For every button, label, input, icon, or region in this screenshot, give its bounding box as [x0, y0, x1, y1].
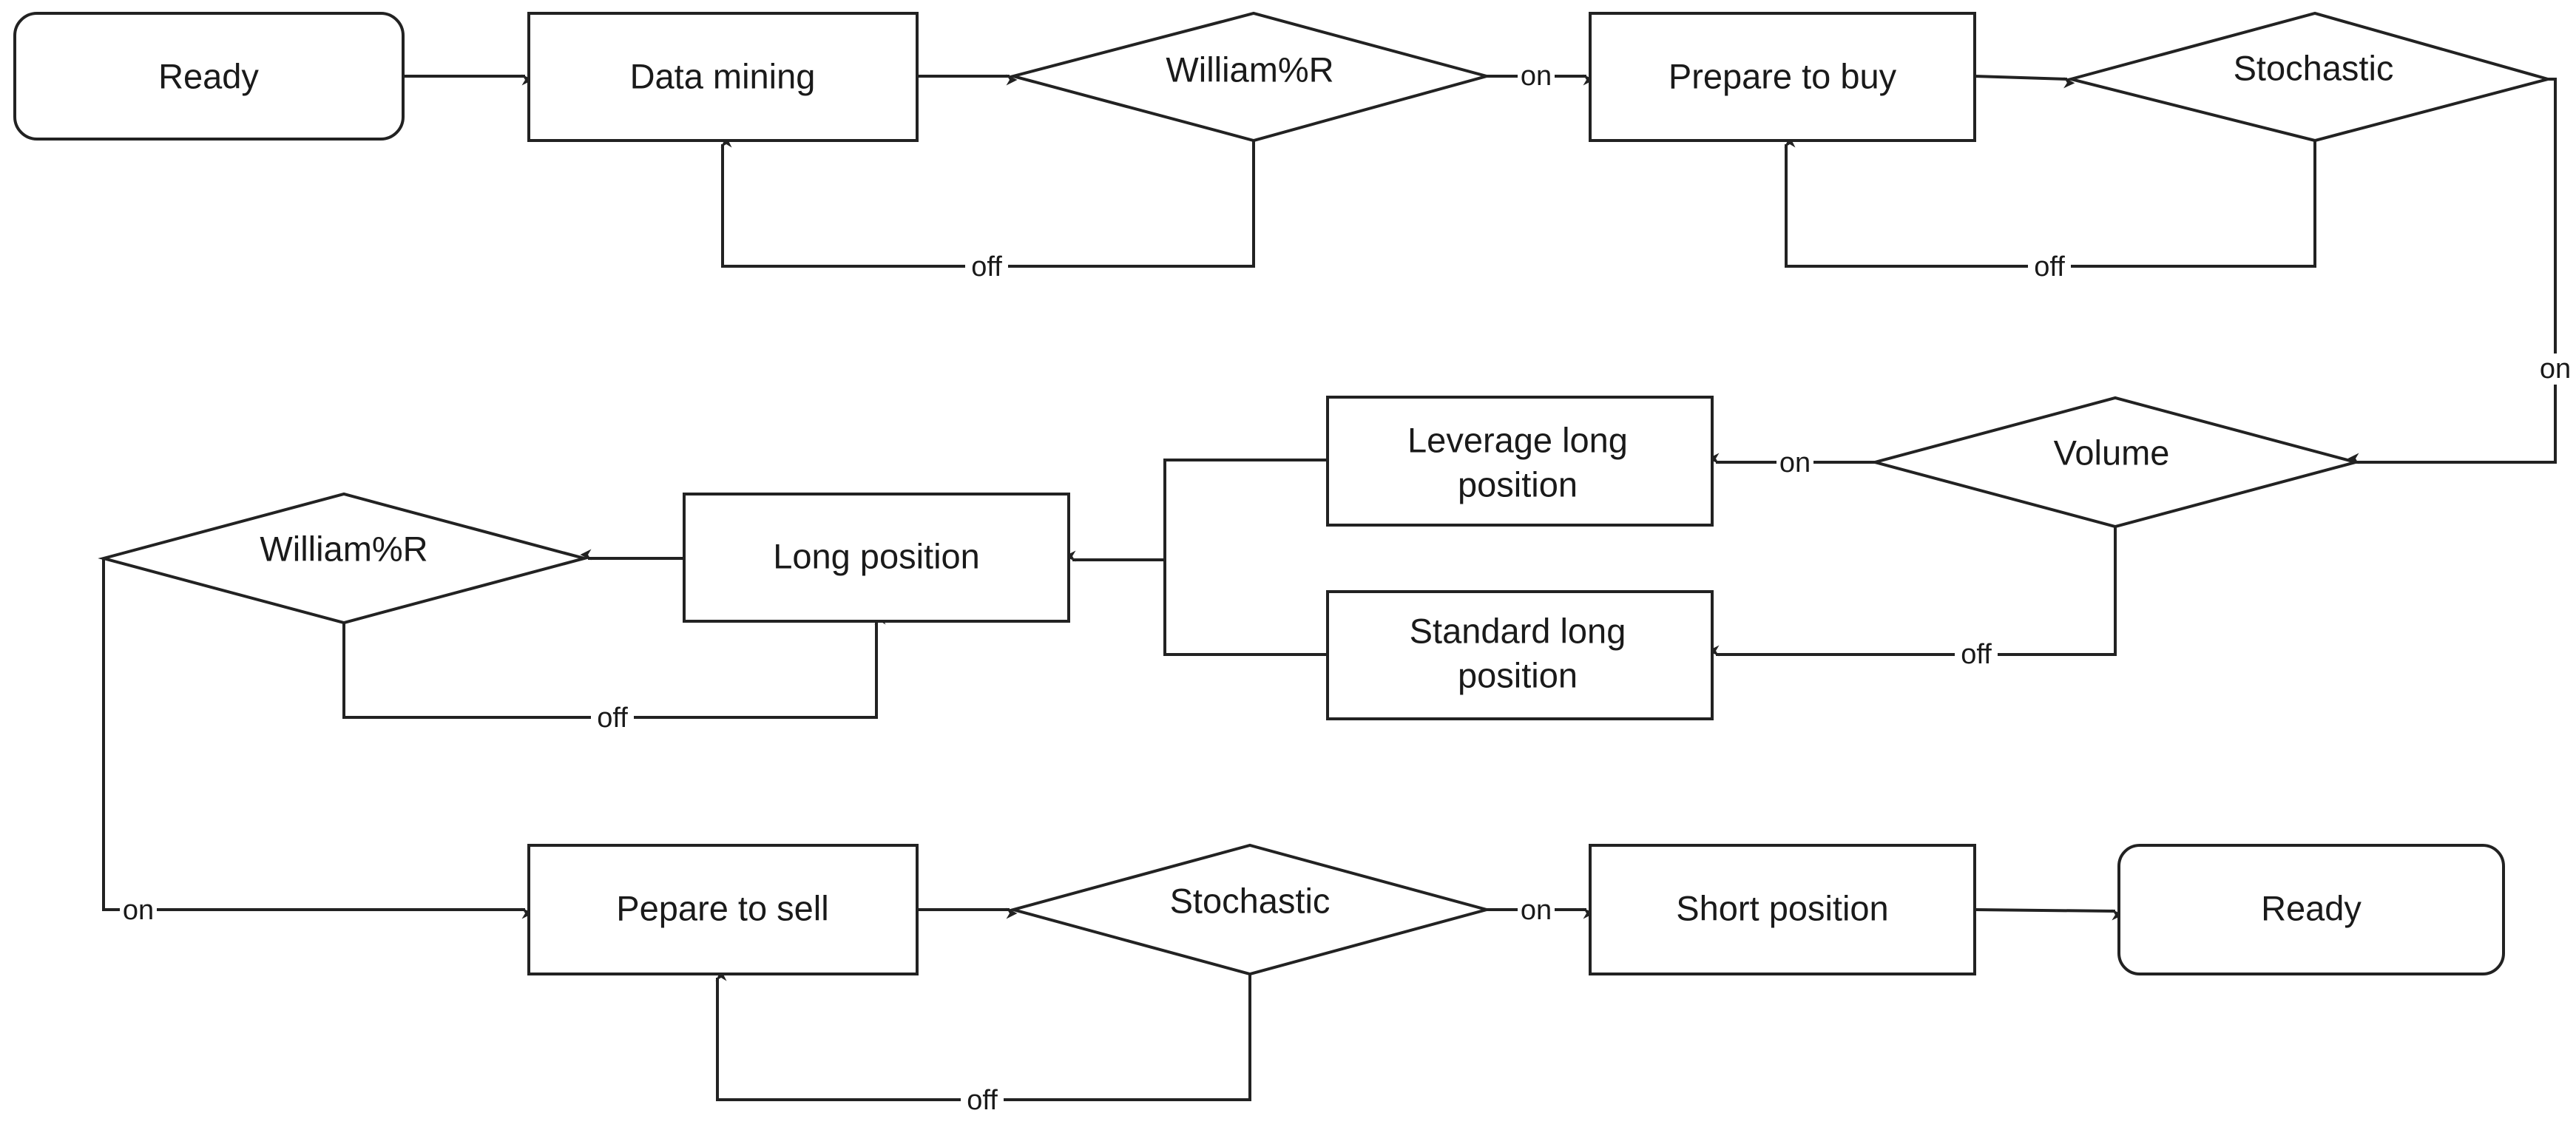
node-short-position: Short position — [1589, 844, 1976, 975]
edge-label-williams-r-2-off: off — [597, 703, 628, 734]
node-stochastic-decision: Stochastic — [2065, 11, 2554, 143]
edge-short-position-to-ready — [1974, 908, 2123, 921]
edge-label-williams-r-off: off — [971, 251, 1002, 283]
node-ready-start-label: Ready — [158, 57, 259, 96]
nodes: Ready Data mining William%R Prepare to b… — [13, 11, 2554, 976]
edge-label-stochastic-off: off — [2034, 251, 2065, 283]
node-standard-long-position-label-line1: Standard long — [1410, 612, 1626, 651]
node-prepare-to-sell-label: Pepare to sell — [616, 889, 828, 928]
edge-label-stochastic-on: on — [2540, 354, 2571, 385]
node-leverage-long-position: Leverage long position — [1326, 396, 1714, 527]
edge-stochastic-2-off-to-prepare-sell — [715, 970, 1251, 1101]
edge-williams-r-2-on-to-prepare-sell — [102, 558, 533, 919]
edge-label-williams-r-on: on — [1521, 61, 1552, 92]
edge-label-stochastic-2-off: off — [967, 1085, 998, 1116]
node-ready-end-label: Ready — [2261, 889, 2362, 928]
node-stochastic-2-label: Stochastic — [1170, 882, 1331, 921]
edge-williams-r-off-to-data-mining — [720, 136, 1255, 268]
node-williams-r-decision: William%R — [1007, 11, 1492, 143]
node-prepare-to-sell: Pepare to sell — [527, 844, 919, 975]
node-leverage-long-position-label-line1: Leverage long — [1407, 421, 1628, 460]
node-leverage-long-position-label-line2: position — [1458, 465, 1578, 504]
edge-label-stochastic-2-on: on — [1521, 895, 1552, 926]
node-ready-start: Ready — [13, 12, 405, 141]
edge-stochastic-on-to-volume — [2347, 78, 2557, 464]
node-prepare-to-buy-label: Prepare to buy — [1669, 57, 1897, 96]
node-data-mining: Data mining — [527, 12, 919, 142]
node-williams-r-label: William%R — [1166, 50, 1333, 89]
node-data-mining-label: Data mining — [630, 57, 816, 96]
edge-label-williams-r-2-on: on — [123, 895, 154, 926]
edge-prepare-buy-to-stochastic — [1974, 75, 2075, 89]
edge-label-volume-on: on — [1779, 447, 1811, 478]
edge-volume-off-to-standard-long — [1708, 527, 2117, 657]
node-prepare-to-buy: Prepare to buy — [1589, 12, 1976, 142]
node-stochastic-2-decision: Stochastic — [1007, 843, 1492, 976]
node-standard-long-position: Standard long position — [1326, 590, 1714, 720]
edge-leverage-merge — [1163, 459, 1328, 656]
node-williams-r-2-decision: William%R — [98, 492, 590, 625]
node-volume-decision: Volume — [1869, 396, 2362, 529]
node-volume-label: Volume — [2054, 433, 2170, 473]
edge-labels: on off off on on off off on on off — [120, 61, 2574, 1116]
node-short-position-label: Short position — [1676, 889, 1888, 928]
node-long-position-label: Long position — [773, 537, 980, 576]
edge-label-volume-off: off — [1961, 639, 1992, 670]
node-standard-long-position-label-line2: position — [1458, 656, 1578, 695]
node-long-position: Long position — [683, 493, 1070, 623]
node-williams-r-2-label: William%R — [260, 530, 427, 569]
edge-stochastic-off-to-prepare-buy — [1784, 136, 2316, 268]
node-stochastic-label: Stochastic — [2234, 49, 2394, 88]
node-ready-end: Ready — [2117, 844, 2505, 975]
